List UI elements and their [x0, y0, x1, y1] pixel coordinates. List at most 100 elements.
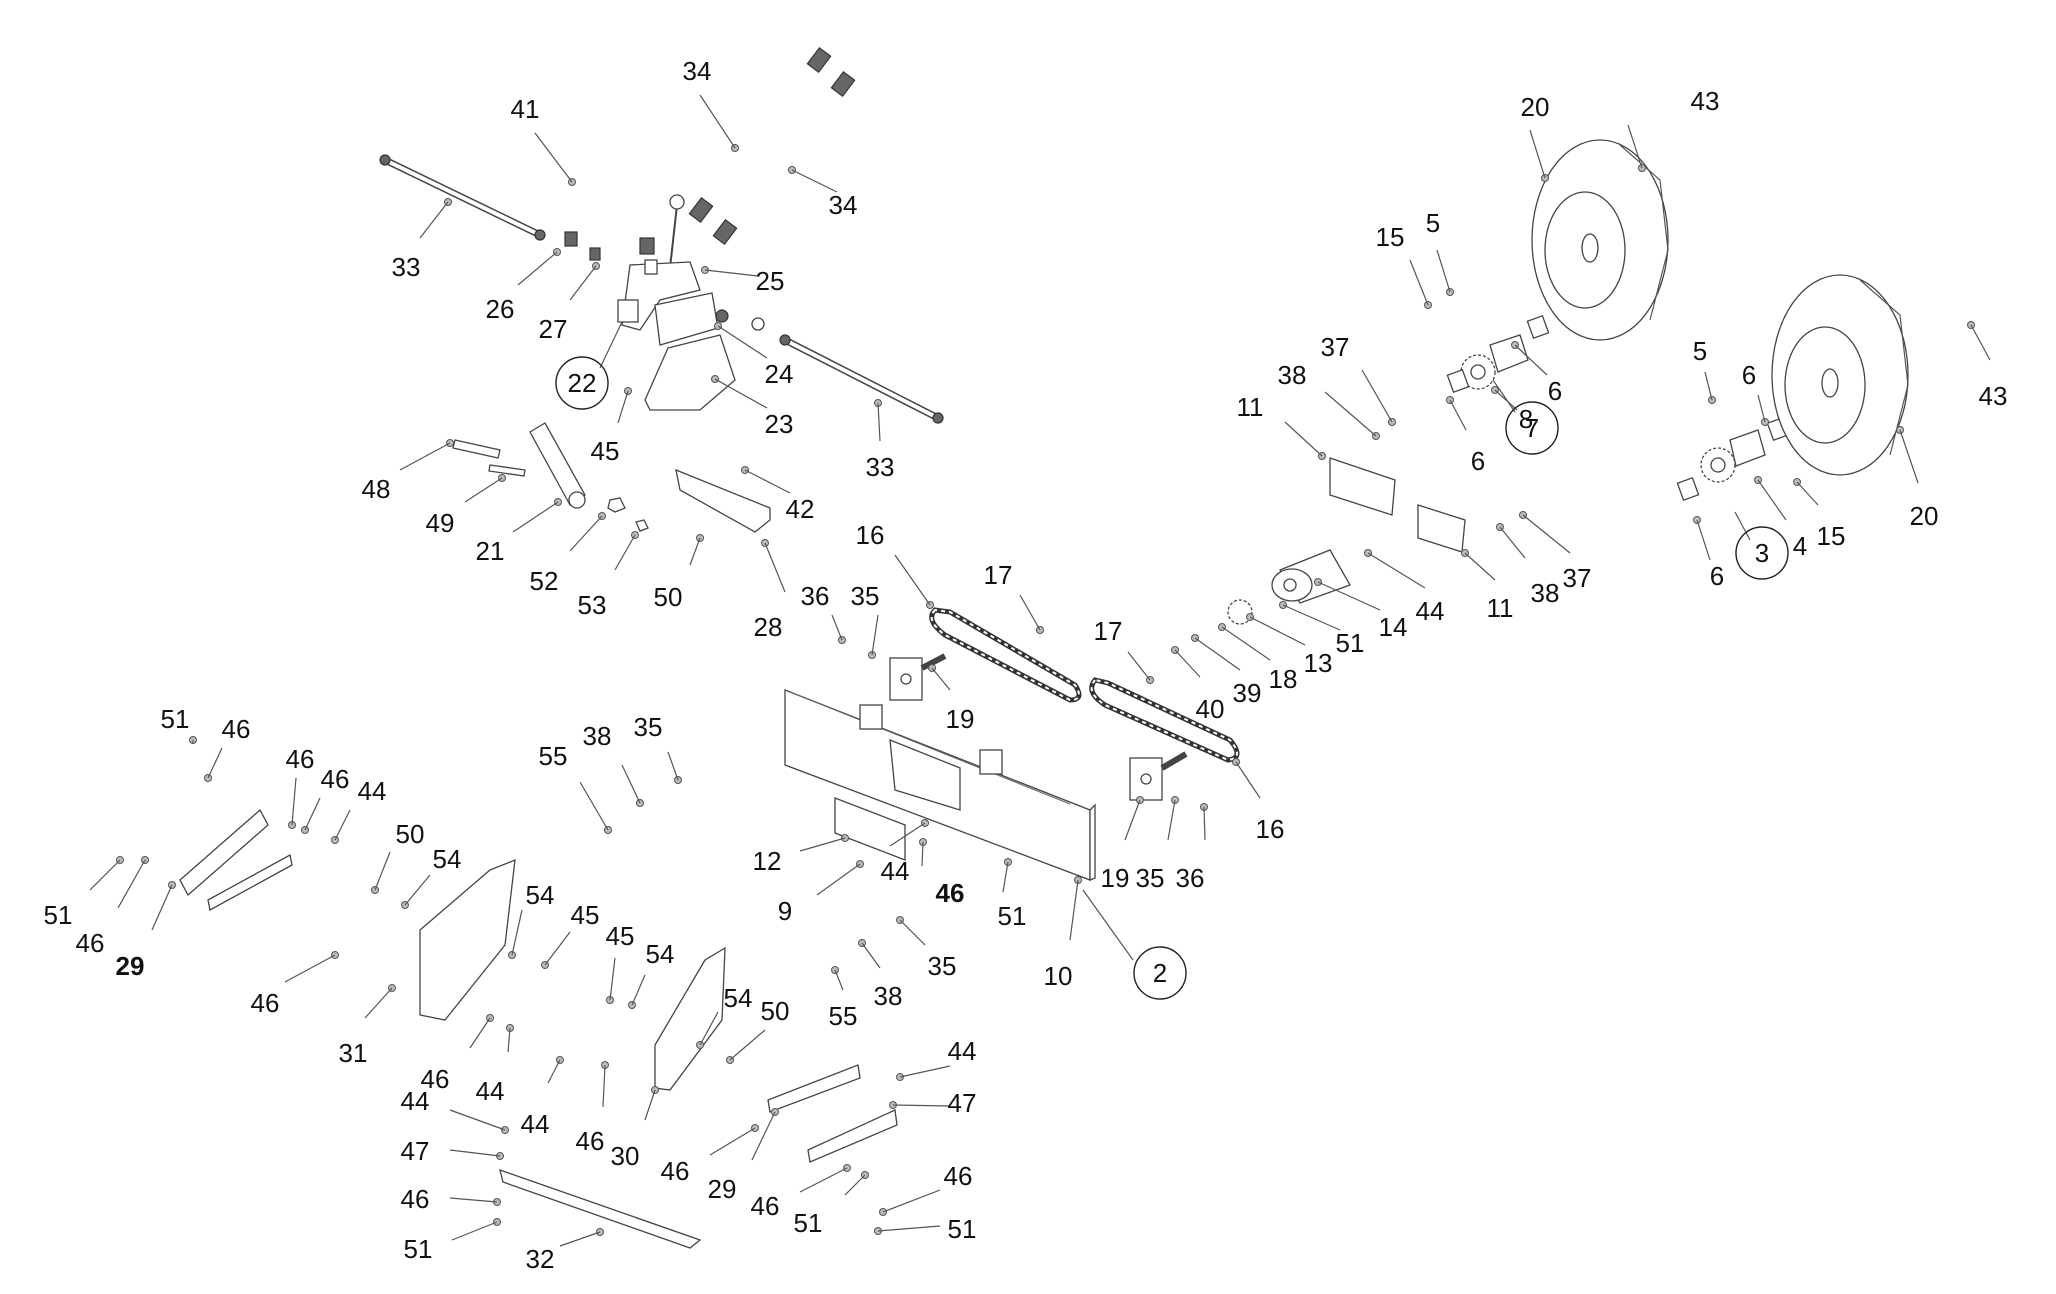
callout-label-6: 6	[1742, 360, 1756, 390]
hydraulic-motor-14	[1271, 549, 1351, 604]
callout-label-29: 29	[708, 1174, 737, 1204]
leader-line	[667, 751, 679, 781]
leader-line	[689, 537, 701, 566]
callout-label-50: 50	[396, 819, 425, 849]
hub-sprocket-3	[1676, 416, 1790, 502]
leader-line	[464, 477, 503, 503]
leader-line	[1704, 371, 1713, 401]
callout-label-10: 10	[1044, 961, 1073, 991]
callout-label-38: 38	[874, 981, 903, 1011]
leader-line	[559, 1231, 601, 1247]
leader-line	[1019, 594, 1041, 631]
assembly-circle-7	[1505, 401, 1559, 455]
leader-line	[1464, 552, 1496, 581]
leader-line	[717, 325, 768, 359]
callout-label-16: 16	[1256, 814, 1285, 844]
callout-label-52: 52	[530, 566, 559, 596]
leader-line	[729, 1029, 766, 1061]
callout-label-30: 30	[611, 1141, 640, 1171]
callout-label-45: 45	[591, 436, 620, 466]
callout-label-46: 46	[286, 744, 315, 774]
leader-line	[791, 169, 838, 193]
callout-label-35: 35	[851, 581, 880, 611]
leader-line	[1235, 761, 1261, 799]
leader-line	[1494, 389, 1518, 411]
assembly-circle-22	[555, 356, 609, 410]
leader-line	[512, 501, 559, 533]
plate-11-a	[1329, 457, 1396, 516]
leader-line	[291, 777, 297, 826]
callout-label-6: 6	[1548, 376, 1562, 406]
leader-line	[1127, 651, 1151, 681]
leader-line	[207, 747, 223, 779]
leader-line	[861, 942, 881, 969]
callout-label-51: 51	[998, 901, 1027, 931]
leader-line	[882, 1189, 941, 1213]
leader-line	[1194, 637, 1241, 671]
leader-line	[799, 837, 846, 852]
callout-label-36: 36	[1176, 863, 1205, 893]
leader-line	[1284, 421, 1323, 457]
callout-label-5: 5	[1693, 336, 1707, 366]
leader-line	[599, 321, 623, 369]
callout-label-46: 46	[421, 1064, 450, 1094]
leader-line	[714, 378, 768, 409]
leader-line	[704, 269, 759, 277]
callout-label-47: 47	[401, 1136, 430, 1166]
callout-label-26: 26	[486, 294, 515, 324]
leader-line	[451, 1221, 498, 1241]
hose-33-right	[779, 334, 944, 424]
wheel-20-b	[1771, 274, 1909, 476]
callout-label-39: 39	[1233, 678, 1262, 708]
leader-line	[1436, 249, 1451, 293]
callout-label-40: 40	[1196, 694, 1225, 724]
callout-label-33: 33	[866, 452, 895, 482]
callout-label-47: 47	[948, 1088, 977, 1118]
callout-label-43: 43	[1979, 381, 2008, 411]
callout-label-54: 54	[724, 983, 753, 1013]
callout-label-36: 36	[801, 581, 830, 611]
assembly-label-3: 3	[1755, 538, 1769, 568]
callout-label-19: 19	[1101, 863, 1130, 893]
leader-line	[1069, 879, 1079, 941]
leader-line	[831, 614, 843, 641]
callout-label-34: 34	[829, 190, 858, 220]
leader-line	[1627, 124, 1643, 169]
leader-line	[1002, 861, 1009, 893]
callout-label-5: 5	[1426, 208, 1440, 238]
shaft-plate-19-a	[889, 653, 947, 701]
callout-label-28: 28	[754, 612, 783, 642]
leader-line	[117, 859, 146, 909]
leader-line	[547, 1059, 561, 1084]
leader-line	[449, 1197, 498, 1203]
sprocket-13	[1227, 599, 1253, 625]
callout-label-29: 29	[116, 951, 145, 981]
callout-label-55: 55	[539, 741, 568, 771]
callout-label-35: 35	[1136, 863, 1165, 893]
leader-line	[1899, 429, 1919, 484]
callout-label-20: 20	[1521, 92, 1550, 122]
callout-label-11: 11	[1487, 593, 1514, 623]
callout-label-55: 55	[829, 1001, 858, 1031]
leader-line	[1499, 526, 1526, 559]
bracket-29-left-b	[207, 854, 293, 911]
leader-line	[744, 469, 791, 494]
leader-line	[304, 797, 321, 831]
leader-line	[517, 251, 558, 286]
leader-line	[449, 1109, 506, 1131]
leader-line	[1522, 514, 1571, 554]
callout-label-54: 54	[433, 844, 462, 874]
callout-label-51: 51	[794, 1208, 823, 1238]
plate-11-b	[1417, 504, 1466, 553]
leader-line	[1529, 129, 1546, 179]
callout-label-51: 51	[404, 1234, 433, 1264]
callout-label-44: 44	[358, 776, 387, 806]
callout-label-34: 34	[683, 56, 712, 86]
assembly-circle-2	[1133, 946, 1187, 1000]
callout-label-46: 46	[936, 878, 965, 908]
leader-line	[816, 863, 861, 896]
leader-line	[534, 132, 573, 183]
callout-label-37: 37	[1563, 563, 1592, 593]
callout-label-15: 15	[1376, 222, 1405, 252]
leader-line	[469, 1017, 491, 1049]
